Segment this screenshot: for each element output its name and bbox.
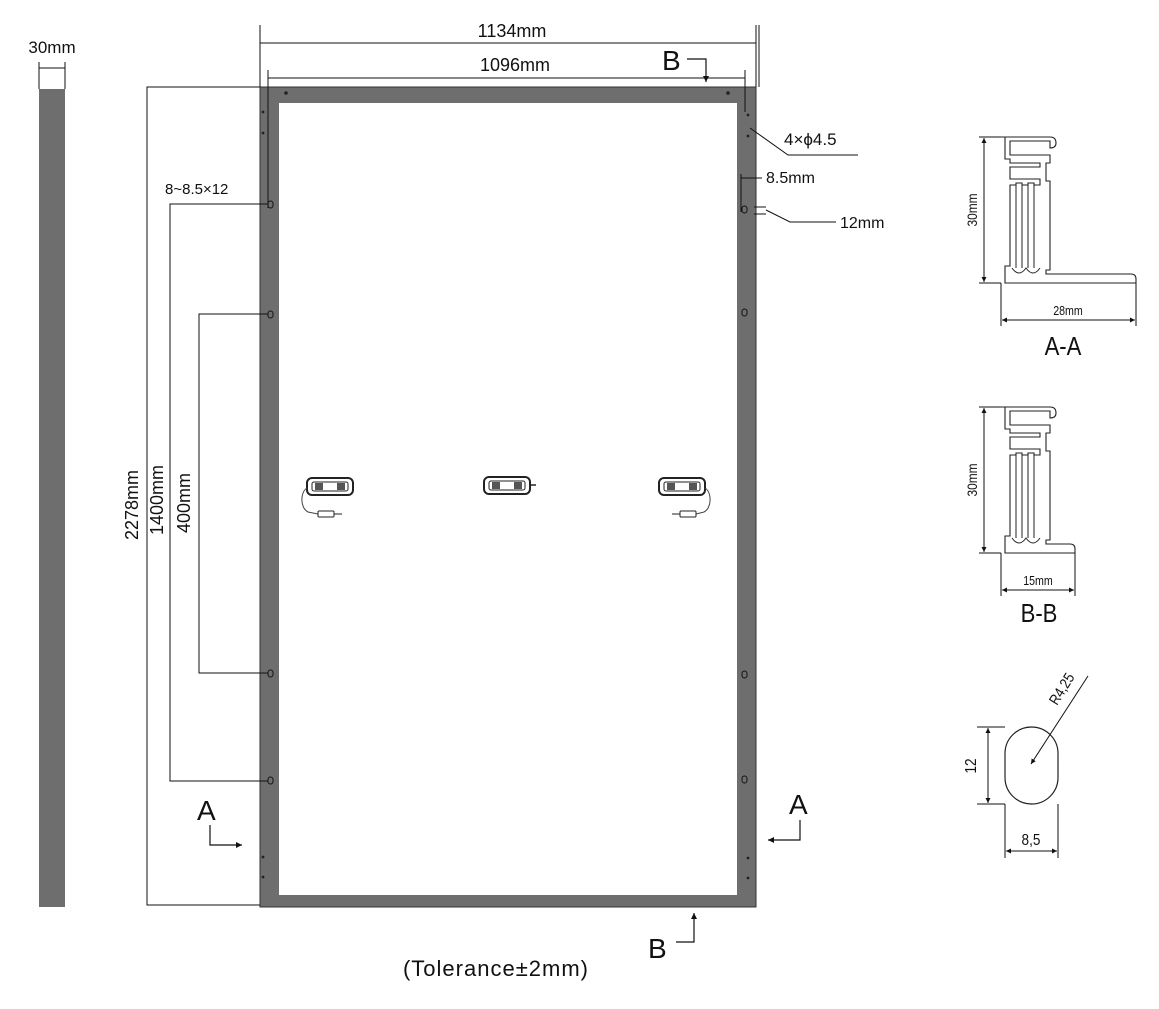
mounting-slot <box>741 775 748 784</box>
section-b-b-width-label: 15mm <box>1023 573 1053 588</box>
mount-hole-spec-label: 8~8.5×12 <box>165 181 228 198</box>
section-a-a-title: A-A <box>1045 332 1083 361</box>
overall-length-label: 2278mm <box>122 470 142 540</box>
junction-box-left <box>301 477 354 518</box>
slot-width-label: 8.5mm <box>766 170 815 187</box>
module-outline <box>259 86 757 908</box>
section-marker-label: B <box>662 45 681 76</box>
ground-hole <box>261 110 265 114</box>
length-dimensions <box>146 86 268 906</box>
right-callouts <box>740 127 858 223</box>
mount-spacing-inner-label: 400mm <box>174 473 194 533</box>
ground-hole <box>746 856 750 860</box>
section-b-b-height-label: 30mm <box>964 463 980 496</box>
tolerance-note: (Tolerance±2mm) <box>403 956 589 981</box>
ground-hole-spec-label: 4×ϕ4.5 <box>784 130 837 149</box>
junction-box-right <box>658 477 711 518</box>
mounting-slot <box>267 669 274 678</box>
section-a-a: 30mm 28mm A-A <box>964 136 1137 361</box>
junction-box-center <box>483 476 536 495</box>
ground-hole <box>261 855 265 859</box>
section-marker-b-top: B <box>662 45 709 82</box>
mounting-slot <box>267 200 274 209</box>
side-view: 30mm <box>28 38 76 907</box>
frame-thickness-label: 30mm <box>28 38 75 57</box>
width-dimensions <box>259 25 760 208</box>
slot-width-detail-label: 8,5 <box>1022 832 1041 849</box>
slot-radius-label: R4,25 <box>1045 670 1078 708</box>
section-a-a-height-label: 30mm <box>964 193 980 226</box>
mounting-slot <box>741 670 748 679</box>
slot-length-label: 12mm <box>840 215 884 232</box>
ground-holes <box>261 91 750 880</box>
mounting-slot <box>741 205 748 214</box>
section-a-a-width-label: 28mm <box>1053 303 1083 318</box>
mounting-slot <box>741 308 748 317</box>
slot-outline <box>1004 726 1059 805</box>
section-marker-a-right: A <box>768 789 808 843</box>
ground-hole <box>746 113 750 117</box>
mounting-slot <box>267 776 274 785</box>
module-frame <box>260 87 756 907</box>
section-marker-a-left: A <box>197 795 242 848</box>
slot-height-label: 12 <box>963 758 980 773</box>
section-marker-b-bottom: B <box>648 913 697 964</box>
section-marker-label: A <box>789 789 808 820</box>
ground-hole <box>261 131 265 135</box>
mounting-slot <box>267 310 274 319</box>
module-rear-view <box>259 86 757 908</box>
section-marker-label: B <box>648 933 667 964</box>
section-marker-label: A <box>197 795 216 826</box>
ground-hole <box>726 91 730 95</box>
ground-hole <box>284 91 288 95</box>
side-frame-strip <box>39 89 65 907</box>
ground-hole <box>261 875 265 879</box>
slot-detail: R4,25 12 8,5 <box>963 670 1089 858</box>
inner-width-label: 1096mm <box>480 55 550 75</box>
section-b-b-title: B-B <box>1021 599 1058 628</box>
ground-hole <box>746 134 750 138</box>
profile-a-a <box>1001 136 1137 284</box>
section-b-b: 30mm 15mm B-B <box>964 406 1076 628</box>
overall-width-label: 1134mm <box>478 21 547 41</box>
profile-b-b <box>1001 406 1076 554</box>
mount-spacing-outer-label: 1400mm <box>147 465 167 535</box>
ground-hole <box>746 876 750 880</box>
